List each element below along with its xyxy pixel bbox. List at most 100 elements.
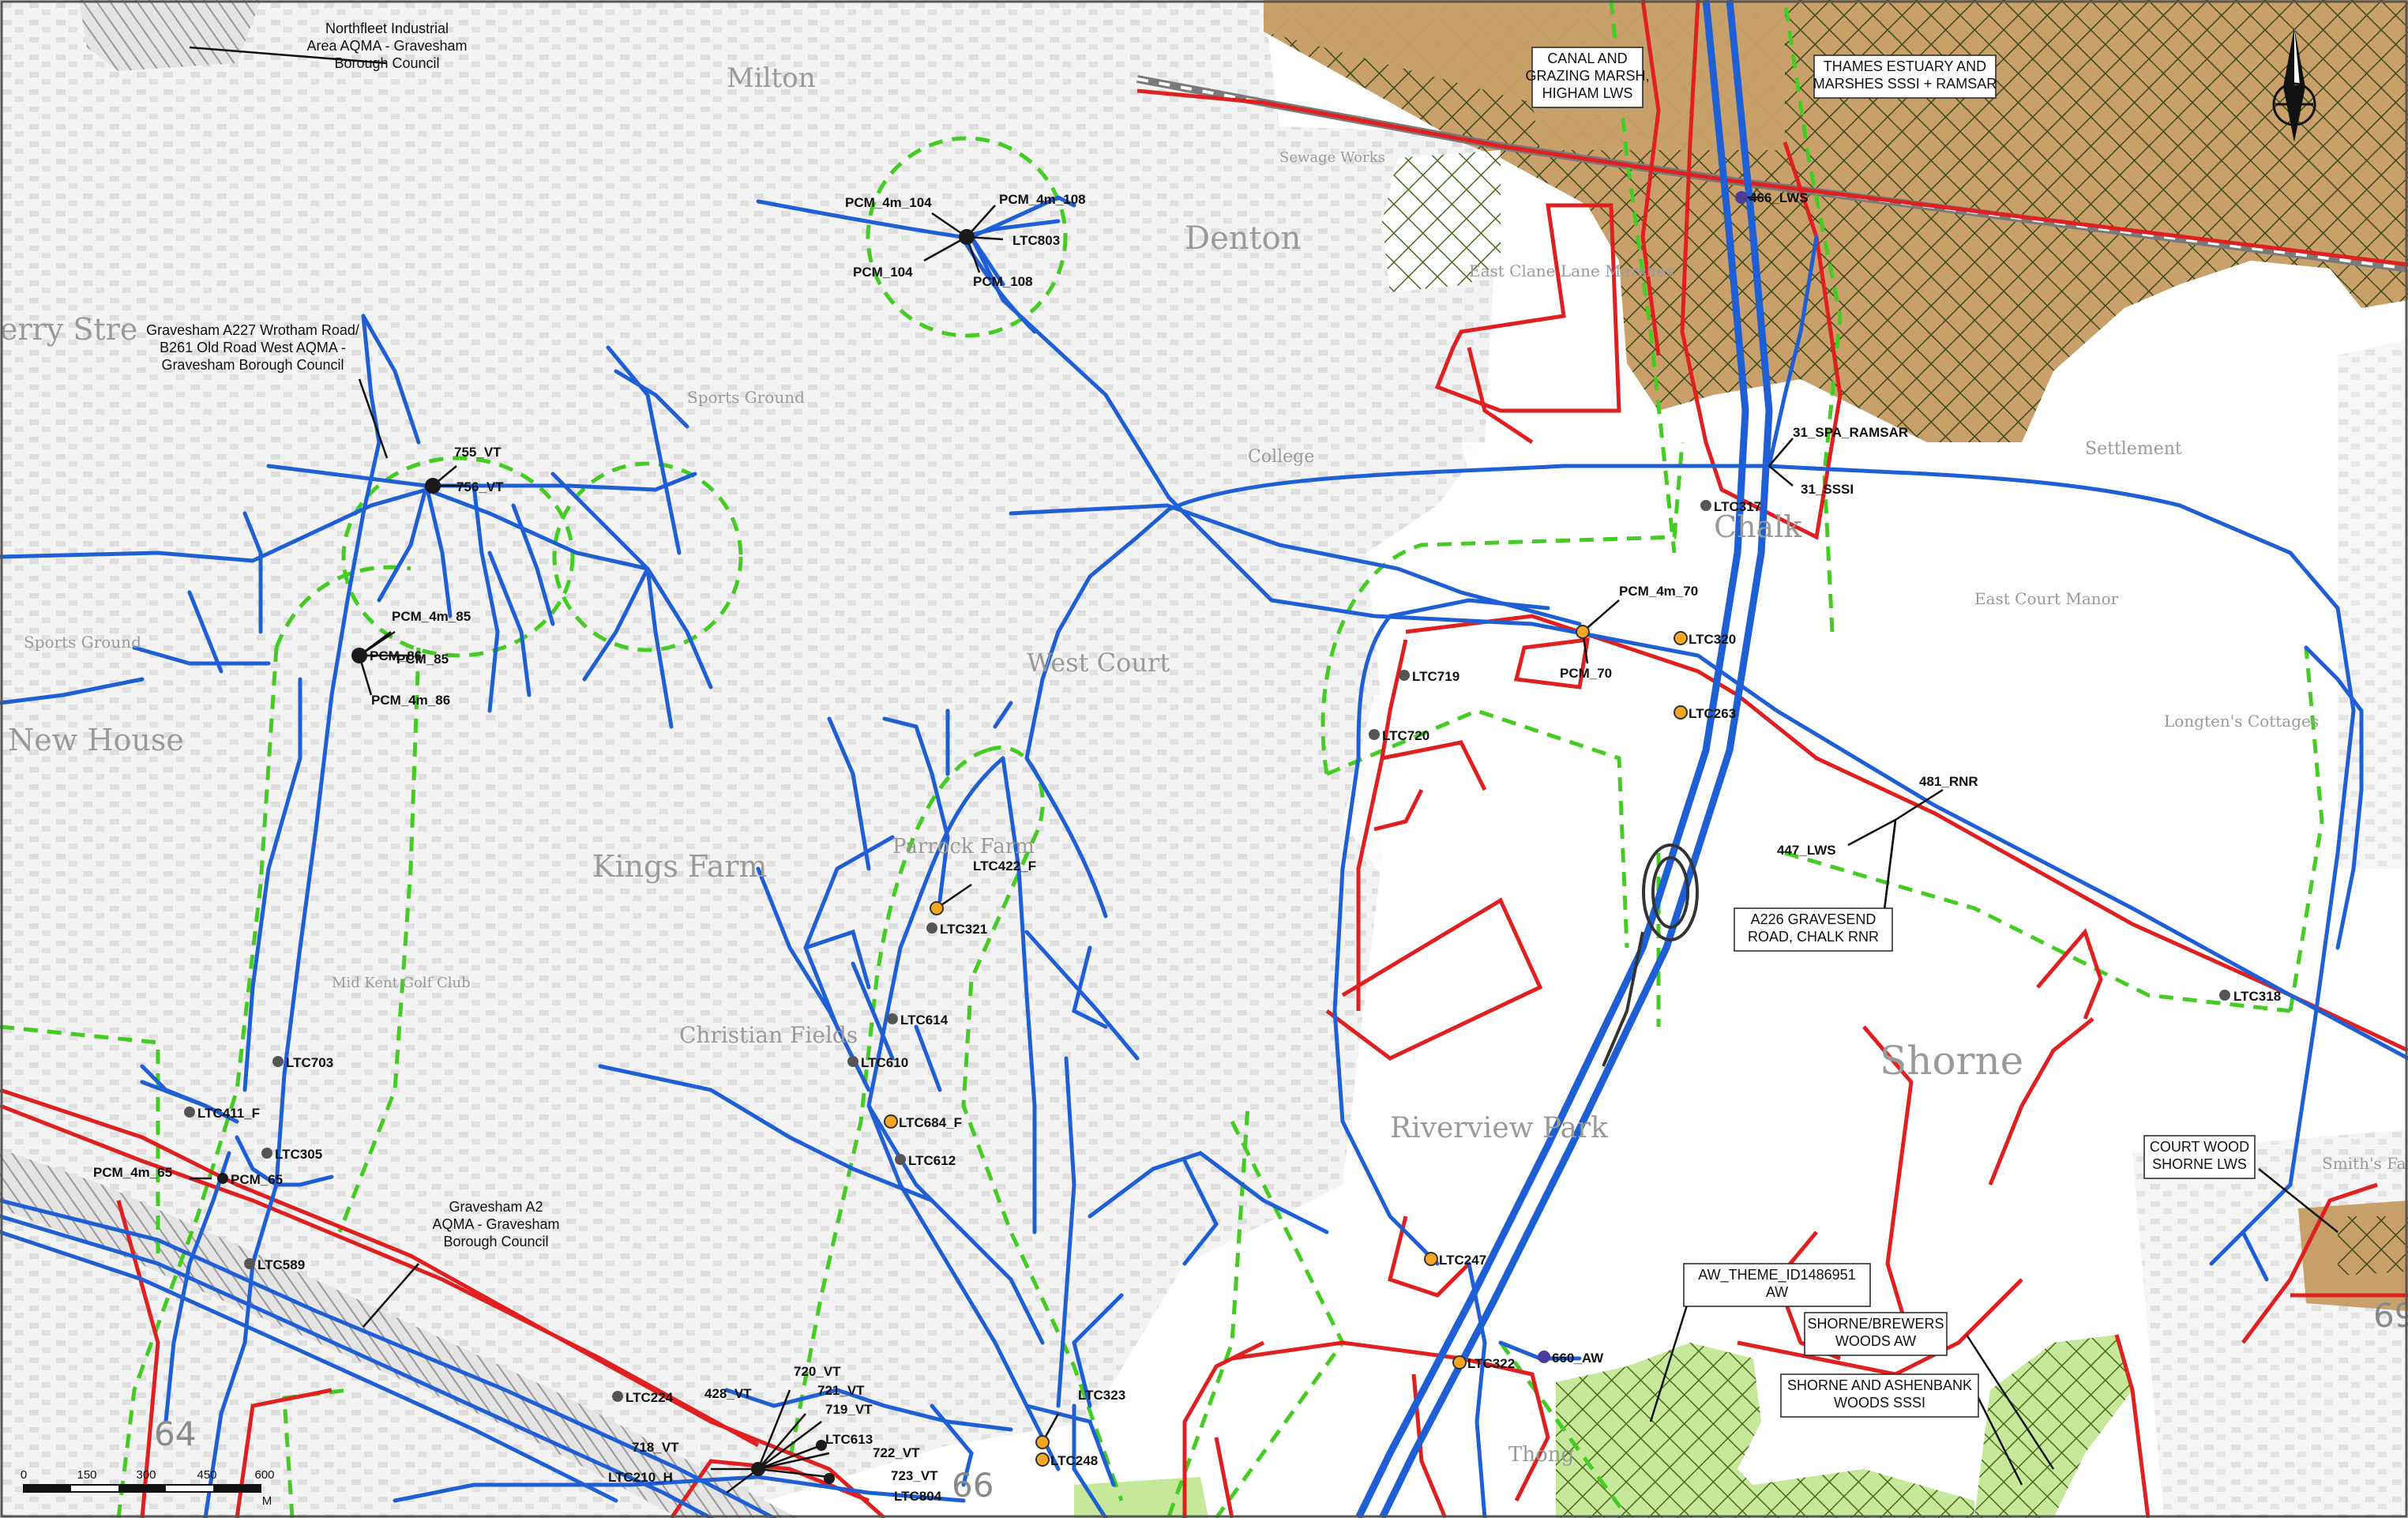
place-smiths-farm: Smith's Farm <box>2322 1154 2408 1173</box>
label-722-vt: 722_VT <box>873 1445 920 1460</box>
marker-722-vt <box>824 1473 835 1484</box>
label-pcm-4m-108: PCM_4m_108 <box>999 192 1086 207</box>
callout-box-canal <box>1531 47 1644 108</box>
place-parrock-farm: Parrock Farm <box>892 835 1035 859</box>
label-ltc720: LTC720 <box>1382 728 1429 743</box>
callout-text-a2-aqma-0: Gravesham A2 <box>449 1199 543 1215</box>
place-west-court: West Court <box>1027 648 1170 678</box>
callout-text-canal-0: CANAL AND <box>1547 51 1627 66</box>
callout-box-shorne-brewers <box>1804 1312 1948 1356</box>
marker-ltc719 <box>1399 670 1410 681</box>
scale-tick-600: 600 <box>254 1468 274 1482</box>
scale-bar: 0 150 300 450 600 M <box>21 1468 275 1508</box>
callout-text-chalk-rnr-0: A226 GRAVESEND <box>1751 911 1876 927</box>
label-ltc321: LTC321 <box>940 922 987 937</box>
callout-box-chalk-rnr <box>1734 907 1893 952</box>
label-pcm-4m-65: PCM_4m_65 <box>93 1165 172 1180</box>
marker-pcm-86 <box>351 648 367 663</box>
callout-text-thames-1: MARSHES SSSI + RAMSAR <box>1813 76 1997 92</box>
label-ltc613: LTC613 <box>825 1432 873 1447</box>
label-ltc305: LTC305 <box>275 1147 322 1162</box>
receptor-points <box>184 191 2230 1484</box>
place-denton: Denton <box>1185 220 1301 257</box>
callout-text-aw-theme-0: AW_THEME_ID1486951 <box>1698 1267 1855 1283</box>
callout-text-aw-theme-1: AW <box>1766 1284 1788 1300</box>
label-ltc703: LTC703 <box>286 1055 333 1070</box>
callout-box-aw-theme <box>1683 1263 1871 1307</box>
place-sewage-works: Sewage Works <box>1279 149 1385 166</box>
urban-area <box>0 0 1501 1518</box>
callout-text-shorne-ashenbank-1: WOODS SSSI <box>1834 1395 1925 1411</box>
label-723-vt: 723_VT <box>891 1468 938 1483</box>
callout-text-shorne-brewers-0: SHORNE/BREWERS <box>1807 1316 1944 1332</box>
marker-755-vt <box>425 478 441 494</box>
callout-box-thames <box>1813 54 1997 99</box>
label-pcm-85: PCM_85 <box>396 652 449 667</box>
callout-text-northfleet-2: Borough Council <box>334 55 439 71</box>
label-ltc263: LTC263 <box>1689 706 1736 721</box>
callout-text-shorne-brewers-1: WOODS AW <box>1835 1333 1916 1349</box>
label-719-vt: 719_VT <box>825 1402 873 1417</box>
place-longtens-cottages: Longten's Cottages <box>2164 712 2319 731</box>
place-east-court-manor: East Court Manor <box>1974 589 2119 608</box>
marker-ltc614 <box>887 1013 898 1024</box>
callout-text-canal-1: GRAZING MARSH, <box>1525 68 1649 84</box>
label-ltc610: LTC610 <box>861 1055 908 1070</box>
place-thong: Thong <box>1508 1443 1574 1467</box>
scale-tick-450: 450 <box>197 1468 216 1482</box>
label-pcm-4m-104: PCM_4m_104 <box>845 195 932 210</box>
callout-text-canal-2: HIGHAM LWS <box>1542 85 1633 101</box>
place-perry-street: erry Stre <box>0 312 137 347</box>
callout-text-thames-0: THAMES ESTUARY AND <box>1824 58 1986 74</box>
northfleet-hatch <box>79 0 261 71</box>
marsh-green-hatch <box>1382 150 1501 292</box>
place-kings-farm: Kings Farm <box>592 849 768 884</box>
callout-text-shorne-ashenbank-0: SHORNE AND ASHENBANK <box>1787 1377 1972 1393</box>
place-sports-ground-b: Sports Ground <box>24 633 141 652</box>
callout-text-court-wood-1: SHORNE LWS <box>2152 1156 2247 1172</box>
shorne-brewers-woods <box>1974 1335 2132 1518</box>
label-ltc684-f: LTC684_F <box>899 1115 962 1130</box>
label-ltc422-f: LTC422_F <box>973 859 1036 874</box>
place-new-house: New House <box>8 723 184 757</box>
label-ltc612: LTC612 <box>908 1153 956 1168</box>
scale-tick-300: 300 <box>136 1468 156 1482</box>
motorway <box>1354 0 1773 1518</box>
marker-ltc224 <box>612 1391 623 1402</box>
label-447-lws: 447_LWS <box>1777 843 1836 858</box>
marker-ltc318 <box>2219 990 2230 1001</box>
label-ltc323: LTC323 <box>1078 1388 1125 1403</box>
label-481-rnr: 481_RNR <box>1919 774 1978 789</box>
marker-pcm-70 <box>1576 625 1590 639</box>
label-31-spa-ramsar: 31_SPA_RAMSAR <box>1793 425 1908 440</box>
place-chalk: Chalk <box>1714 509 1802 544</box>
label-31-sssi: 31_SSSI <box>1801 482 1854 497</box>
label-ltc322: LTC322 <box>1467 1356 1515 1371</box>
place-christian-fields: Christian Fields <box>679 1022 858 1048</box>
marker-ltc323 <box>1035 1435 1050 1449</box>
label-466-lws: 466_LWS <box>1749 190 1809 205</box>
callout-text-a2-aqma-1: AQMA - Gravesham <box>432 1216 559 1232</box>
marker-ltc703 <box>272 1056 284 1067</box>
marker-ltc612 <box>895 1154 906 1165</box>
marker-ltc317 <box>1700 500 1711 511</box>
callout-text-court-wood-0: COURT WOOD <box>2150 1139 2249 1155</box>
callout-text-northfleet-1: Area AQMA - Gravesham <box>306 38 467 54</box>
callout-text-wrotham-2: Gravesham Borough Council <box>161 357 344 373</box>
label-720-vt: 720_VT <box>794 1364 841 1379</box>
place-milton: Milton <box>727 62 816 94</box>
marker-ltc263 <box>1674 705 1688 720</box>
label-pcm-4m-70: PCM_4m_70 <box>1619 584 1698 599</box>
label-ltc318: LTC318 <box>2233 989 2281 1004</box>
place-midkent-golf: Mid Kent Golf Club <box>332 975 471 991</box>
callout-text-wrotham-0: Gravesham A227 Wrotham Road/ <box>146 322 359 338</box>
marker-ltc422-f <box>930 901 944 915</box>
road-network <box>0 195 2408 1518</box>
marker-ltc321 <box>926 922 937 934</box>
label-ltc589: LTC589 <box>257 1257 305 1272</box>
label-ltc320: LTC320 <box>1689 632 1736 647</box>
callout-leaders <box>189 46 2339 1486</box>
